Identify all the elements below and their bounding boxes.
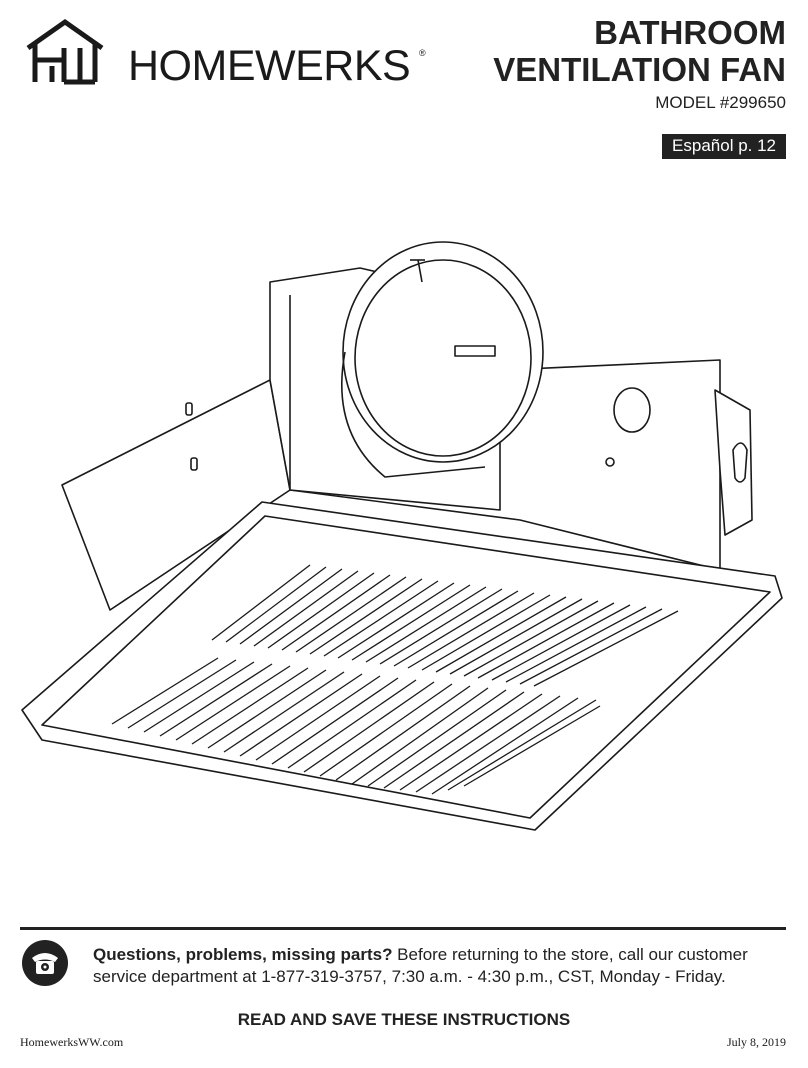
title-line-2: VENTILATION FAN bbox=[493, 51, 786, 88]
customer-service-notice: Questions, problems, missing parts? Befo… bbox=[93, 944, 773, 988]
help-text: Before returning to the store, call our … bbox=[93, 945, 748, 986]
model-number: MODEL #299650 bbox=[655, 93, 786, 112]
document-title: BATHROOM VENTILATION FAN bbox=[493, 14, 786, 88]
footer-date: July 8, 2019 bbox=[726, 1035, 786, 1049]
house-logo-icon bbox=[26, 18, 104, 85]
title-line-1: BATHROOM bbox=[594, 14, 786, 51]
fan-illustration bbox=[21, 241, 783, 831]
read-save-notice: READ AND SAVE THESE INSTRUCTIONS bbox=[237, 1010, 571, 1029]
brand-name: HOMEWERKS bbox=[128, 42, 411, 90]
spanish-link[interactable]: Español p. 12 bbox=[662, 134, 786, 159]
brand-logo: HOMEWERKS ® bbox=[24, 18, 426, 90]
telephone-icon bbox=[22, 940, 68, 986]
registered-mark: ® bbox=[419, 48, 426, 58]
section-divider bbox=[20, 927, 786, 930]
footer-website[interactable]: HomewerksWW.com bbox=[20, 1035, 124, 1049]
help-question: Questions, problems, missing parts? bbox=[93, 945, 393, 964]
